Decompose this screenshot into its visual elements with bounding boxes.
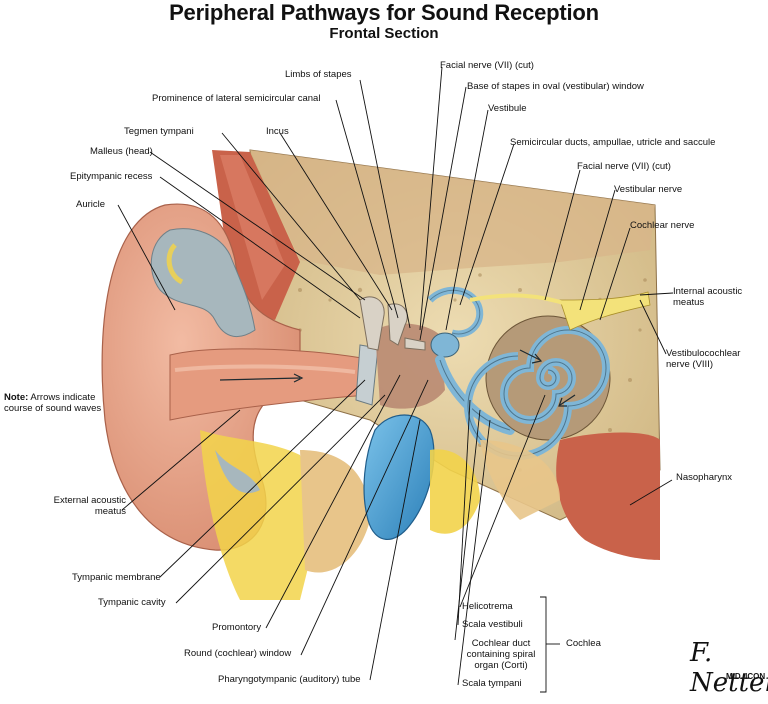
auricular-cartilage xyxy=(150,228,256,338)
figure-title: Peripheral Pathways for Sound Reception xyxy=(169,0,599,25)
signature-suffix: M.D. xyxy=(726,672,743,681)
stapes-shape xyxy=(404,337,426,351)
label-helicotrema: Helicotrema xyxy=(462,601,513,612)
label-round-window: Round (cochlear) window xyxy=(184,648,292,659)
label-semicircular-ducts: Semicircular ducts, ampullae, utricle an… xyxy=(510,137,716,148)
label-cochlear-duct: Cochlear duct containing spiral organ (C… xyxy=(466,638,536,671)
label-vestibulocochlear-nerve: Vestibulocochlear nerve (VIII) xyxy=(666,348,741,370)
leader-lines xyxy=(117,66,674,693)
label-incus: Incus xyxy=(266,126,289,137)
label-scala-vestibuli: Scala vestibuli xyxy=(462,619,523,630)
cranial-wall xyxy=(250,150,655,275)
nasopharynx-tissue xyxy=(556,432,660,560)
label-tympanic-membrane: Tympanic membrane xyxy=(72,572,161,583)
label-tympanic-cavity: Tympanic cavity xyxy=(98,597,166,608)
label-limbs-of-stapes: Limbs of stapes xyxy=(285,69,352,80)
label-scala-tympani: Scala tympani xyxy=(462,678,522,689)
pharyngotympanic-tube-shape xyxy=(363,414,435,540)
label-nasopharynx: Nasopharynx xyxy=(676,472,732,483)
label-malleus-head: Malleus (head) xyxy=(90,146,153,157)
label-external-acoustic-meatus: External acoustic meatus xyxy=(53,495,126,517)
vestibule-shape xyxy=(430,332,460,358)
label-tegmen-tympani: Tegmen tympani xyxy=(124,126,194,137)
label-internal-acoustic-meatus: Internal acoustic meatus xyxy=(673,286,743,308)
malleus-shape xyxy=(359,296,385,351)
note: Note: Arrows indicate course of sound wa… xyxy=(4,392,106,414)
signature-mark-text: ICON xyxy=(745,672,766,681)
note-bold: Note: xyxy=(4,392,29,403)
label-facial-nerve-top: Facial nerve (VII) (cut) xyxy=(440,60,534,71)
label-pharyngotympanic-tube: Pharyngotympanic (auditory) tube xyxy=(218,674,361,685)
label-cochlear-nerve: Cochlear nerve xyxy=(630,220,695,231)
label-vestibule: Vestibule xyxy=(488,103,527,114)
label-cochlea: Cochlea xyxy=(566,638,601,649)
label-epitympanic-recess: Epitympanic recess xyxy=(70,171,153,182)
label-base-of-stapes: Base of stapes in oval (vestibular) wind… xyxy=(467,81,644,92)
label-vestibular-nerve: Vestibular nerve xyxy=(614,184,683,195)
tympanic-cavity-shape xyxy=(375,323,445,409)
label-auricle: Auricle xyxy=(76,199,106,210)
label-promontory: Promontory xyxy=(212,622,262,633)
figure-subtitle: Frontal Section xyxy=(329,25,439,42)
artist-signature: F. Netter xyxy=(690,638,768,698)
label-facial-nerve-right: Facial nerve (VII) (cut) xyxy=(577,161,671,172)
note-text: Arrows indicate course of sound waves xyxy=(4,392,102,414)
label-prominence-lateral-canal: Prominence of lateral semicircular canal xyxy=(152,93,321,104)
signature-mark: M.D. ICON xyxy=(726,672,765,681)
sound-wave-arrows xyxy=(219,349,576,407)
